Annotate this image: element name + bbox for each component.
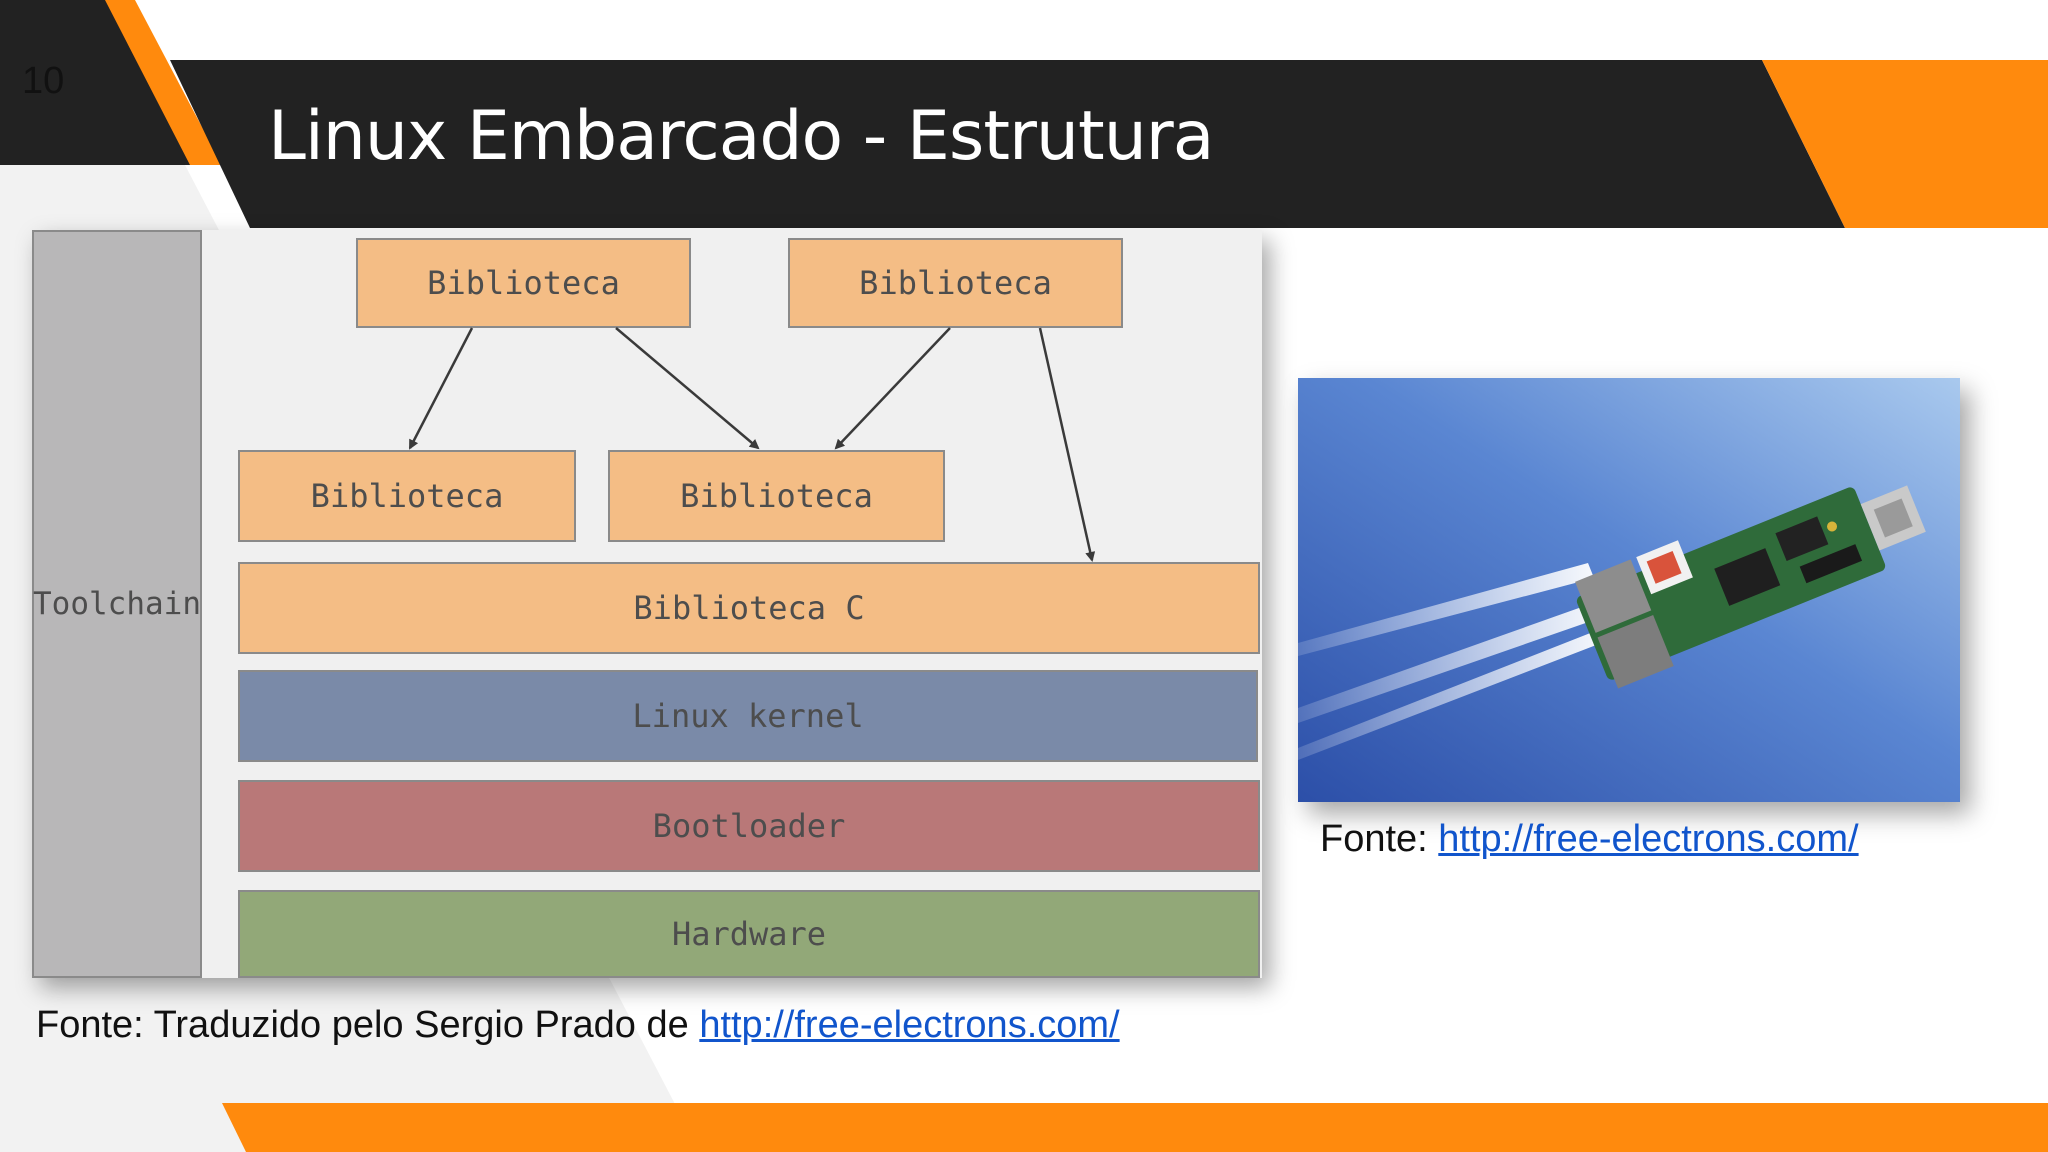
arrow-lib1-to-mid1 bbox=[408, 327, 474, 450]
slide-title: Linux Embarcado - Estrutura bbox=[268, 97, 1214, 176]
bottom-orange-bar bbox=[222, 1103, 2048, 1152]
linux-kernel-box: Linux kernel bbox=[238, 670, 1258, 762]
mid-library-box-1: Biblioteca bbox=[238, 450, 576, 542]
arrow-lib2-to-mid2 bbox=[834, 327, 951, 450]
dependency-arrows bbox=[408, 327, 1096, 562]
bootloader-box: Bootloader bbox=[238, 780, 1260, 872]
top-left-dark-block bbox=[0, 0, 205, 165]
right-caption: Fonte: http://free-electrons.com/ bbox=[1320, 818, 1859, 861]
mid-library-box-2: Biblioteca bbox=[608, 450, 945, 542]
left-caption-prefix: Fonte: Traduzido pelo Sergio Prado de bbox=[36, 1004, 700, 1046]
left-source-link[interactable]: http://free-electrons.com/ bbox=[699, 1004, 1120, 1046]
embedded-board-photo bbox=[1298, 378, 1960, 802]
top-library-box-1: Biblioteca bbox=[356, 238, 691, 328]
arrow-lib1-to-mid2 bbox=[615, 327, 760, 450]
left-caption: Fonte: Traduzido pelo Sergio Prado de ht… bbox=[36, 1004, 1120, 1047]
right-caption-prefix: Fonte: bbox=[1320, 818, 1439, 860]
right-source-link[interactable]: http://free-electrons.com/ bbox=[1438, 818, 1859, 860]
arrow-lib2-to-clib bbox=[1038, 327, 1096, 562]
slide-number: 10 bbox=[22, 60, 65, 102]
usb-board-image-icon bbox=[1298, 378, 1960, 802]
hardware-box: Hardware bbox=[238, 890, 1260, 978]
top-library-box-2: Biblioteca bbox=[788, 238, 1123, 328]
top-left-orange-stripe bbox=[105, 0, 222, 165]
c-library-box: Biblioteca C bbox=[238, 562, 1260, 654]
toolchain-box: Toolchain bbox=[32, 230, 202, 978]
title-bar bbox=[170, 60, 1845, 228]
linux-structure-diagram: Toolchain Biblioteca Biblioteca Bibliote… bbox=[32, 230, 1262, 978]
right-orange-block bbox=[1762, 60, 2048, 228]
